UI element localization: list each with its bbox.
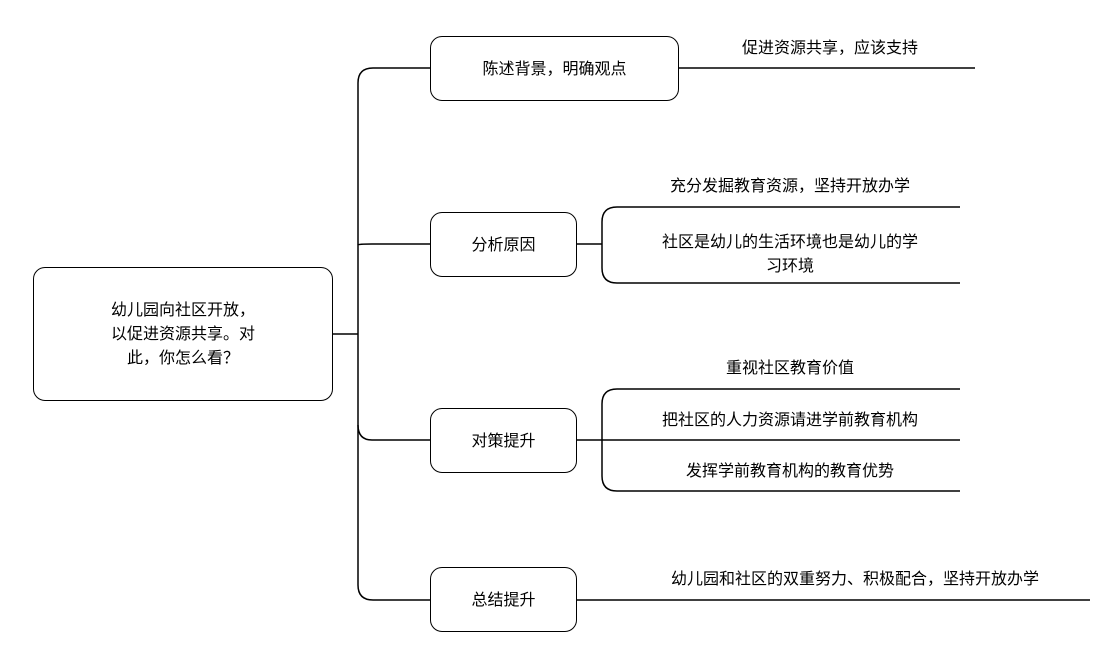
leaf-3-1[interactable]: 重视社区教育价值	[725, 358, 854, 377]
branch-node-label: 陈述背景，明确观点	[482, 58, 627, 78]
connector-branch-2	[357, 243, 430, 246]
branch-node-label: 对策提升	[471, 430, 536, 450]
leaf-2-2[interactable]: 社区是幼儿的生活环境也是幼儿的学 习环境	[661, 232, 918, 275]
leaf-3-3[interactable]: 发挥学前教育机构的教育优势	[685, 461, 894, 480]
leaf-1-1[interactable]: 促进资源共享，应该支持	[741, 38, 918, 57]
leaf-4-1[interactable]: 幼儿园和社区的双重努力、积极配合，坚持开放办学	[670, 569, 1039, 588]
branch-node-1[interactable]: 陈述背景，明确观点	[430, 36, 679, 101]
branch-node-3[interactable]: 对策提升	[430, 408, 577, 473]
root-node[interactable]: 幼儿园向社区开放， 以促进资源共享。对 此，你怎么看？	[33, 267, 333, 401]
branch-node-4[interactable]: 总结提升	[430, 567, 577, 632]
connector-branch-3	[357, 424, 430, 441]
branch-node-2[interactable]: 分析原因	[430, 212, 577, 277]
branch-node-label: 分析原因	[471, 234, 536, 254]
leaf-3-2[interactable]: 把社区的人力资源请进学前教育机构	[661, 410, 918, 429]
leaf-2-1[interactable]: 充分发掘教育资源，坚持开放办学	[669, 176, 910, 195]
connector-spine	[357, 67, 374, 601]
connector-leaves-2	[601, 206, 618, 284]
branch-node-label: 总结提升	[471, 589, 536, 609]
root-node-label: 幼儿园向社区开放， 以促进资源共享。对 此，你怎么看？	[110, 300, 255, 367]
